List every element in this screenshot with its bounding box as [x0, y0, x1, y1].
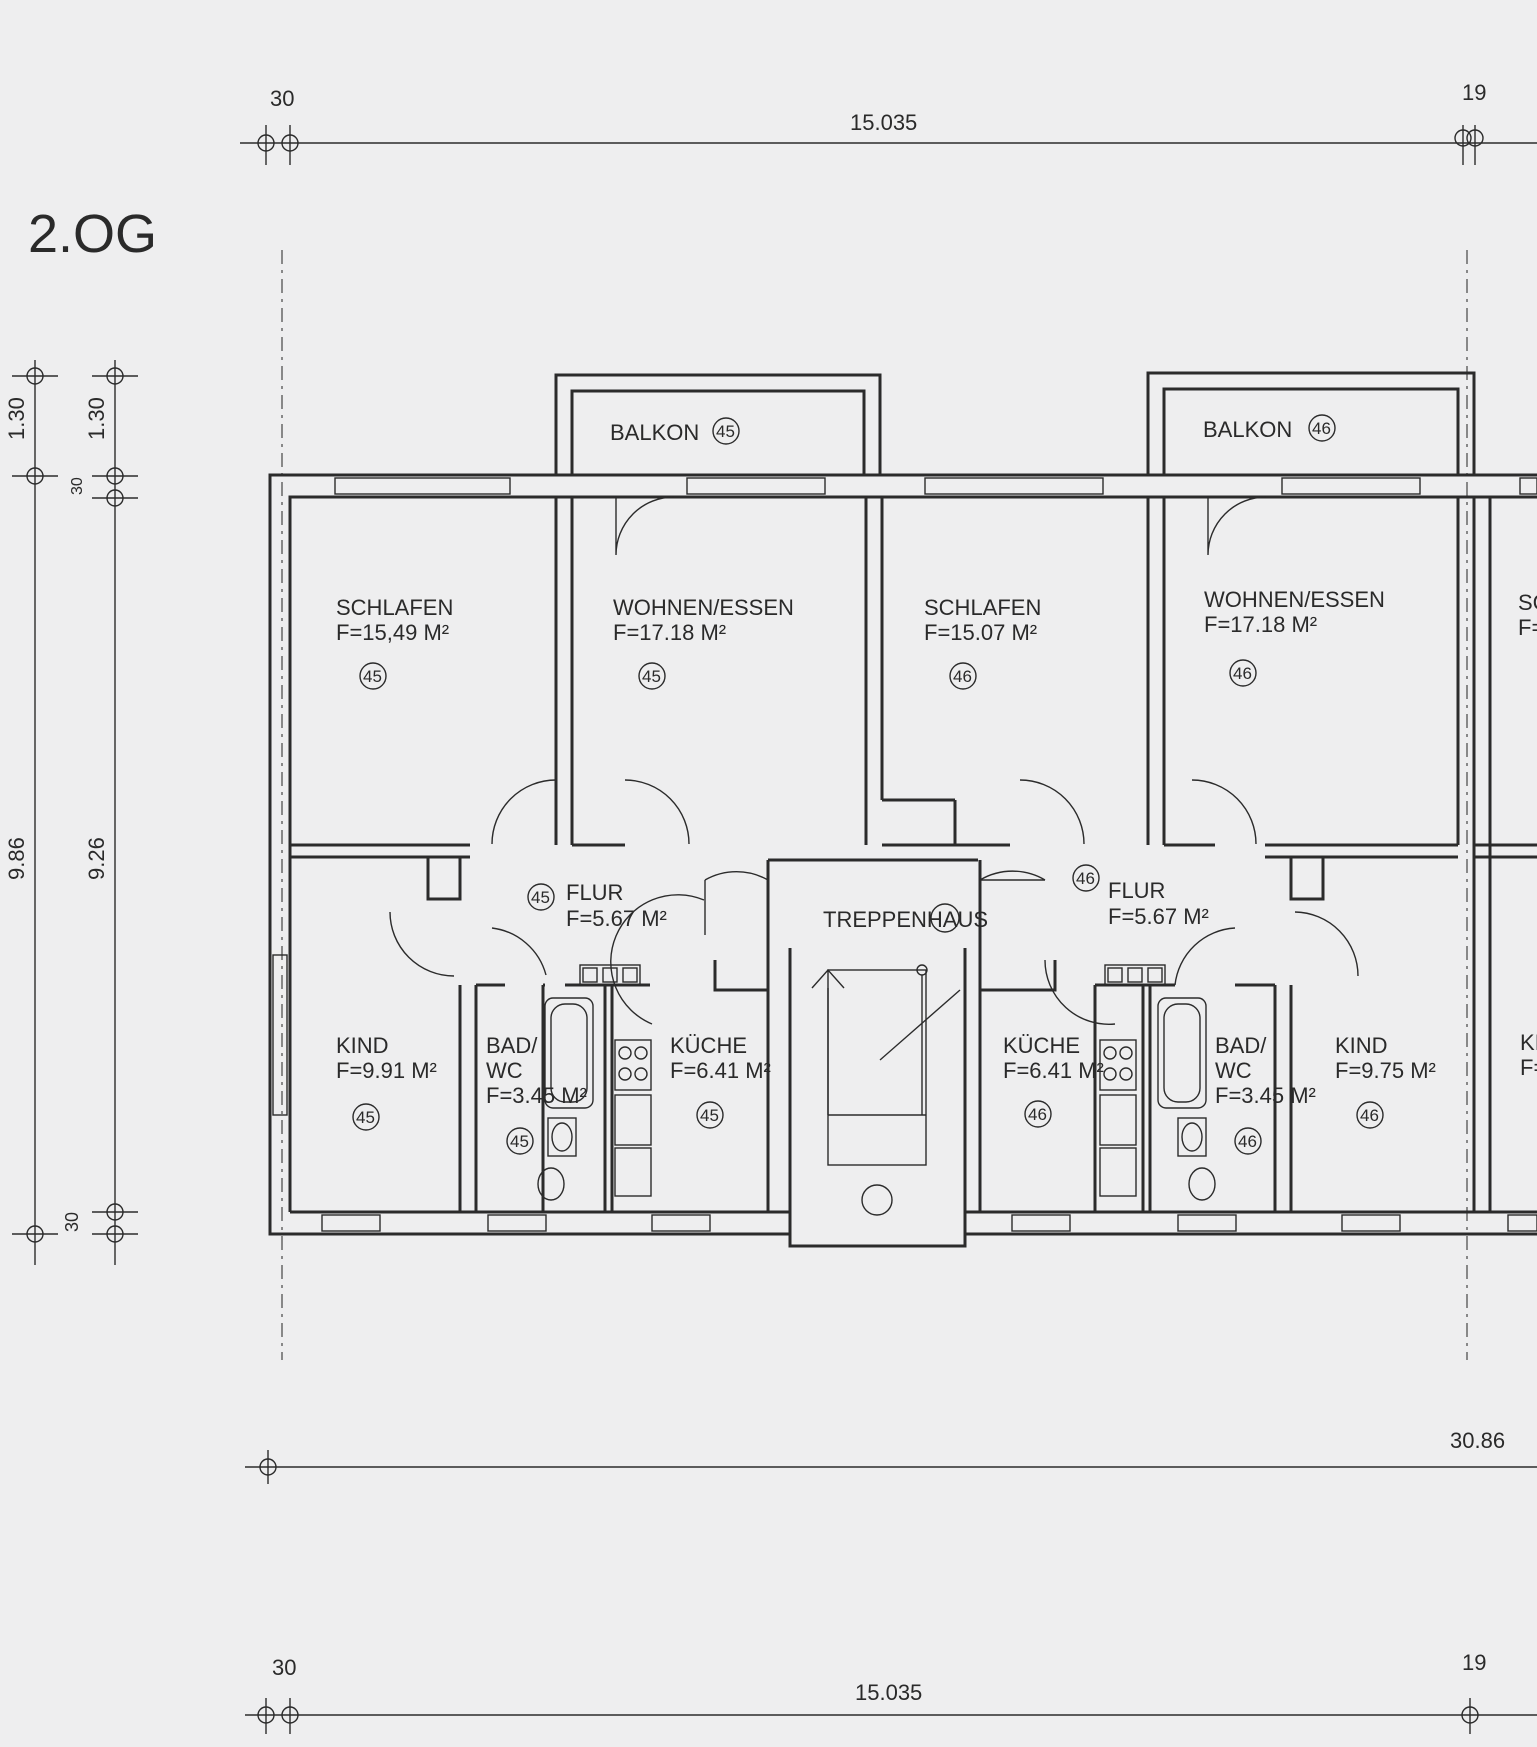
room-name: SCHLAFEN: [924, 595, 1041, 620]
dim-left-a2: 9.86: [4, 837, 29, 880]
room-bad-45: BAD/ WC F=3.45 M² 45: [486, 1033, 587, 1155]
room-area: F=3.45 M²: [1215, 1083, 1316, 1108]
room-name: BAD/: [1215, 1033, 1267, 1058]
room-schlafen-45: SCHLAFEN F=15,49 M² 45: [336, 595, 453, 690]
room-name: KÜCHE: [1003, 1033, 1080, 1058]
room-wohnen-45: WOHNEN/ESSEN F=17.18 M² 45: [613, 595, 794, 690]
room-area: F=9.75 M²: [1335, 1058, 1436, 1083]
left-dimension-chain-inner: [92, 360, 138, 1265]
room-name: KIND: [336, 1033, 389, 1058]
room-name: FLUR: [1108, 878, 1165, 903]
room-name: BAD/: [486, 1033, 538, 1058]
room-name: SC: [1518, 590, 1537, 615]
room-name: WOHNEN/ESSEN: [613, 595, 794, 620]
room-area: F=3.45 M²: [486, 1083, 587, 1108]
room-wohnen-46: WOHNEN/ESSEN F=17.18 M² 46: [1204, 587, 1385, 687]
unit-number: 46: [1076, 869, 1095, 888]
room-area: F=: [1518, 615, 1537, 640]
room-area: F=17.18 M²: [1204, 612, 1317, 637]
dim-foot-left: 30: [272, 1655, 296, 1680]
unit-number: 46: [1360, 1106, 1379, 1125]
unit-number: 46: [1028, 1105, 1047, 1124]
room-name-2: WC: [1215, 1058, 1252, 1083]
room-balkon-45: BALKON 45: [610, 417, 740, 445]
room-area: F=15.07 M²: [924, 620, 1037, 645]
room-name: BALKON: [1203, 417, 1292, 442]
unit-number: 45: [700, 1106, 719, 1125]
room-kueche-46: KÜCHE F=6.41 M² 46: [1003, 1033, 1104, 1128]
dim-top-right: 19: [1462, 80, 1486, 105]
fixtures: [537, 964, 1216, 1201]
room-flur-45: 45 FLUR F=5.67 M²: [527, 880, 667, 931]
windows: [272, 477, 1537, 1232]
dim-bottom-total: 30.86: [1450, 1428, 1505, 1453]
room-name: WOHNEN/ESSEN: [1204, 587, 1385, 612]
room-area: F=17.18 M²: [613, 620, 726, 645]
room-schlafen-edge: SC F=: [1518, 590, 1537, 640]
building-walls: [268, 371, 1537, 1248]
room-name: BALKON: [610, 420, 699, 445]
room-kind-edge: KI F=: [1520, 1030, 1537, 1080]
room-area: F=: [1520, 1055, 1537, 1080]
room-name: KÜCHE: [670, 1033, 747, 1058]
floor-label: 2.OG: [28, 204, 157, 264]
room-area: F=6.41 M²: [670, 1058, 771, 1083]
dim-foot-total: 15.035: [855, 1680, 922, 1705]
left-dimension-chain-outer: [12, 360, 58, 1265]
dim-left-b2: 30: [69, 477, 86, 495]
unit-number: 45: [642, 667, 661, 686]
dim-left-b3: 9.26: [84, 837, 109, 880]
dim-top-total: 15.035: [850, 110, 917, 135]
foot-dimension-line: [245, 1698, 1537, 1734]
room-kind-45: KIND F=9.91 M² 45: [336, 1033, 437, 1131]
room-balkon-46: BALKON 46: [1203, 414, 1336, 442]
dim-foot-right: 19: [1462, 1650, 1486, 1675]
unit-number: 45: [510, 1132, 529, 1151]
room-kind-46: KIND F=9.75 M² 46: [1335, 1033, 1436, 1129]
door-swings: [389, 496, 1359, 1025]
bottom-dimension-line: [245, 1450, 1537, 1484]
unit-number: 45: [356, 1108, 375, 1127]
unit-number: 45: [716, 422, 735, 441]
room-schlafen-46: SCHLAFEN F=15.07 M² 46: [924, 595, 1041, 690]
room-name: FLUR: [566, 880, 623, 905]
unit-number: 46: [1312, 419, 1331, 438]
room-area: F=6.41 M²: [1003, 1058, 1104, 1083]
top-dimension-line: [240, 125, 1537, 165]
room-name: TREPPENHAUS: [823, 907, 988, 932]
unit-number: 46: [1238, 1132, 1257, 1151]
room-flur-46: 46 FLUR F=5.67 M²: [1072, 864, 1209, 929]
unit-number: 45: [363, 667, 382, 686]
unit-number: 45: [531, 888, 550, 907]
room-area: F=5.67 M²: [1108, 904, 1209, 929]
room-name-2: WC: [486, 1058, 523, 1083]
dim-left-b4: 30: [62, 1212, 82, 1232]
room-area: F=5.67 M²: [566, 906, 667, 931]
room-treppenhaus: TREPPENHAUS: [823, 907, 988, 932]
dim-left-a1: 1.30: [4, 397, 29, 440]
dim-top-left: 30: [270, 86, 294, 111]
room-name: SCHLAFEN: [336, 595, 453, 620]
room-name: KIND: [1335, 1033, 1388, 1058]
room-name: KI: [1520, 1030, 1537, 1055]
room-kueche-45: KÜCHE F=6.41 M² 45: [670, 1033, 771, 1129]
room-area: F=9.91 M²: [336, 1058, 437, 1083]
dim-left-b1: 1.30: [84, 397, 109, 440]
stair-flight: [811, 903, 961, 1216]
room-bad-46: BAD/ WC F=3.45 M² 46: [1215, 1033, 1316, 1155]
room-area: F=15,49 M²: [336, 620, 449, 645]
unit-number: 46: [953, 667, 972, 686]
unit-number: 46: [1233, 664, 1252, 683]
